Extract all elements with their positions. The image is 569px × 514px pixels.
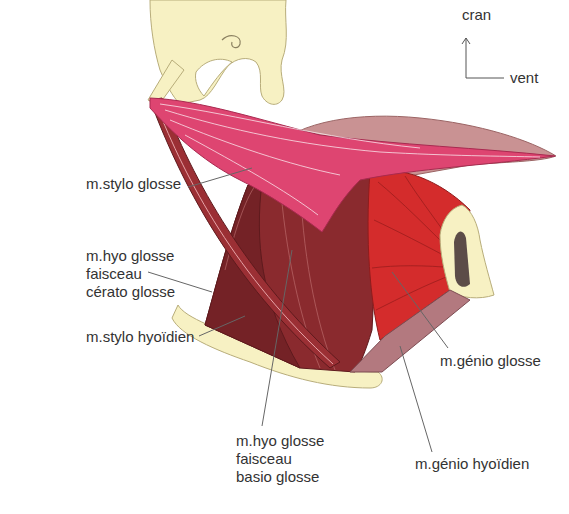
muscle-label: m.génio glosse [440,352,541,370]
muscle-label: m.stylo hyoïdien [86,328,194,346]
bone-curl [222,36,240,48]
muscle-label: m.génio hyoïdien [415,455,529,473]
axis-label: cran [462,6,491,24]
mandible [440,205,494,298]
styloglossus-fibers [160,104,540,215]
muscle-label: m.hyo glosse faisceau basio glosse [236,432,328,486]
orientation-axes [462,38,504,78]
mandible-marrow [454,232,470,287]
leader-lines [148,168,448,452]
muscle-label: m.hyo glosse faisceau cérato glosse [86,247,181,301]
muscle-label: m.stylo glosse [86,175,181,193]
bone-notch [195,59,232,96]
styloglossus-muscle [150,98,555,232]
axis-label: vent [510,69,538,87]
